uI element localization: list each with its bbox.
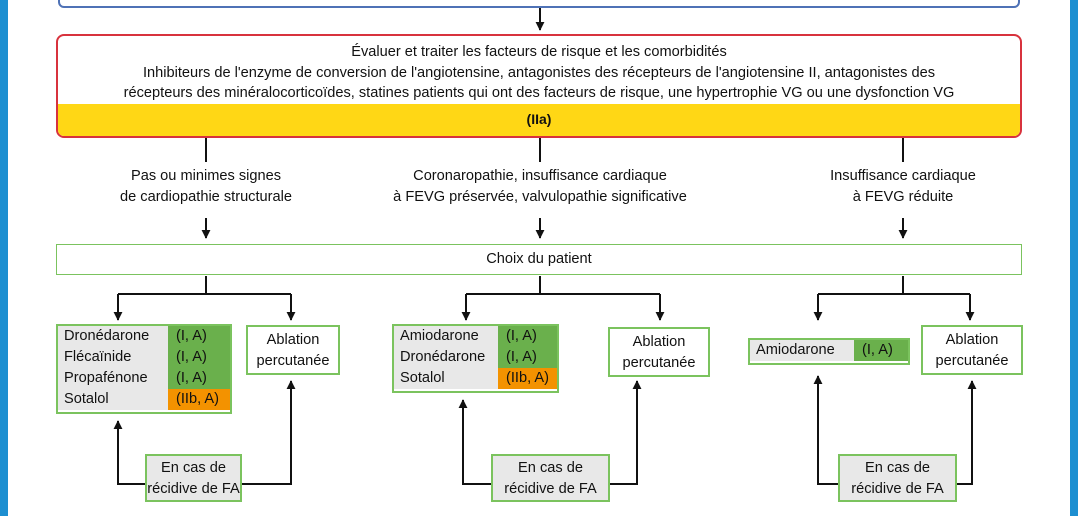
drug-row: Sotalol(IIb, A) bbox=[394, 368, 557, 389]
drug-row: Amiodarone(I, A) bbox=[750, 340, 908, 361]
drug-row: Sotalol(IIb, A) bbox=[58, 389, 230, 410]
category-3-line-2: à FEVG réduite bbox=[852, 189, 954, 205]
ablation-box-3: Ablation percutanée bbox=[921, 325, 1023, 375]
drug-class: (I, A) bbox=[498, 326, 557, 347]
drug-list-3: Amiodarone(I, A) bbox=[748, 338, 910, 365]
drug-row: Dronédarone(I, A) bbox=[394, 347, 557, 368]
ablation-label: Ablation bbox=[632, 334, 686, 350]
recidive-box-3: En cas de récidive de FA bbox=[838, 454, 957, 502]
recidive-label: récidive de FA bbox=[504, 481, 597, 497]
risk-line-3: récepteurs des minéralocorticoïdes, stat… bbox=[123, 85, 955, 101]
drug-row: Flécaïnide(I, A) bbox=[58, 347, 230, 368]
recidive-box-1: En cas de récidive de FA bbox=[145, 454, 242, 502]
risk-line-1: Évaluer et traiter les facteurs de risqu… bbox=[351, 44, 727, 60]
recidive-label: En cas de bbox=[518, 460, 583, 476]
risk-factors-box: Évaluer et traiter les facteurs de risqu… bbox=[56, 34, 1022, 138]
drug-name: Dronédarone bbox=[58, 326, 168, 347]
recidive-label: En cas de bbox=[161, 460, 226, 476]
ablation-label: Ablation bbox=[266, 332, 320, 348]
right-frame-border bbox=[1070, 0, 1078, 516]
recidive-label: En cas de bbox=[865, 460, 930, 476]
drug-name: Amiodarone bbox=[394, 326, 498, 347]
category-1-line-1: Pas ou minimes signes bbox=[130, 168, 282, 184]
category-coronaropathy: Coronaropathie, insuffisance cardiaque à… bbox=[330, 166, 750, 208]
drug-name: Sotalol bbox=[58, 389, 168, 410]
drug-class: (I, A) bbox=[168, 326, 230, 347]
ablation-box-1: Ablation percutanée bbox=[246, 325, 340, 375]
drug-name: Dronédarone bbox=[394, 347, 498, 368]
drug-row: Propafénone(I, A) bbox=[58, 368, 230, 389]
recidive-box-2: En cas de récidive de FA bbox=[491, 454, 610, 502]
ablation-label: Ablation bbox=[945, 332, 999, 348]
drug-class: (IIb, A) bbox=[498, 368, 557, 389]
ablation-label: percutanée bbox=[935, 353, 1009, 369]
ablation-label: percutanée bbox=[622, 355, 696, 371]
drug-name: Propafénone bbox=[58, 368, 168, 389]
category-no-structural: Pas ou minimes signes de cardiopathie st… bbox=[60, 166, 352, 208]
category-3-line-1: Insuffisance cardiaque bbox=[830, 168, 976, 184]
drug-list-1: Dronédarone(I, A) Flécaïnide(I, A) Propa… bbox=[56, 324, 232, 414]
category-reduced-fevg: Insuffisance cardiaque à FEVG réduite bbox=[770, 166, 1036, 208]
patient-choice-box: Choix du patient bbox=[56, 244, 1022, 275]
top-box-partial bbox=[58, 0, 1020, 8]
category-2-line-2: à FEVG préservée, valvulopathie signific… bbox=[393, 189, 687, 205]
drug-row: Dronédarone(I, A) bbox=[58, 326, 230, 347]
left-frame-border bbox=[0, 0, 8, 516]
risk-line-2: Inhibiteurs de l'enzyme de conversion de… bbox=[142, 64, 936, 81]
drug-name: Sotalol bbox=[394, 368, 498, 389]
drug-name: Flécaïnide bbox=[58, 347, 168, 368]
risk-class-band: (IIa) bbox=[58, 104, 1020, 136]
category-2-line-1: Coronaropathie, insuffisance cardiaque bbox=[413, 168, 667, 184]
drug-class: (IIb, A) bbox=[168, 389, 230, 410]
recidive-label: récidive de FA bbox=[147, 481, 240, 497]
ablation-box-2: Ablation percutanée bbox=[608, 327, 710, 377]
category-1-line-2: de cardiopathie structurale bbox=[120, 189, 292, 205]
drug-class: (I, A) bbox=[854, 340, 908, 361]
drug-class: (I, A) bbox=[168, 368, 230, 389]
drug-class: (I, A) bbox=[168, 347, 230, 368]
drug-row: Amiodarone(I, A) bbox=[394, 326, 557, 347]
ablation-label: percutanée bbox=[256, 353, 330, 369]
drug-name: Amiodarone bbox=[750, 340, 854, 361]
recidive-label: récidive de FA bbox=[851, 481, 944, 497]
drug-list-2: Amiodarone(I, A) Dronédarone(I, A) Sotal… bbox=[392, 324, 559, 393]
drug-class: (I, A) bbox=[498, 347, 557, 368]
